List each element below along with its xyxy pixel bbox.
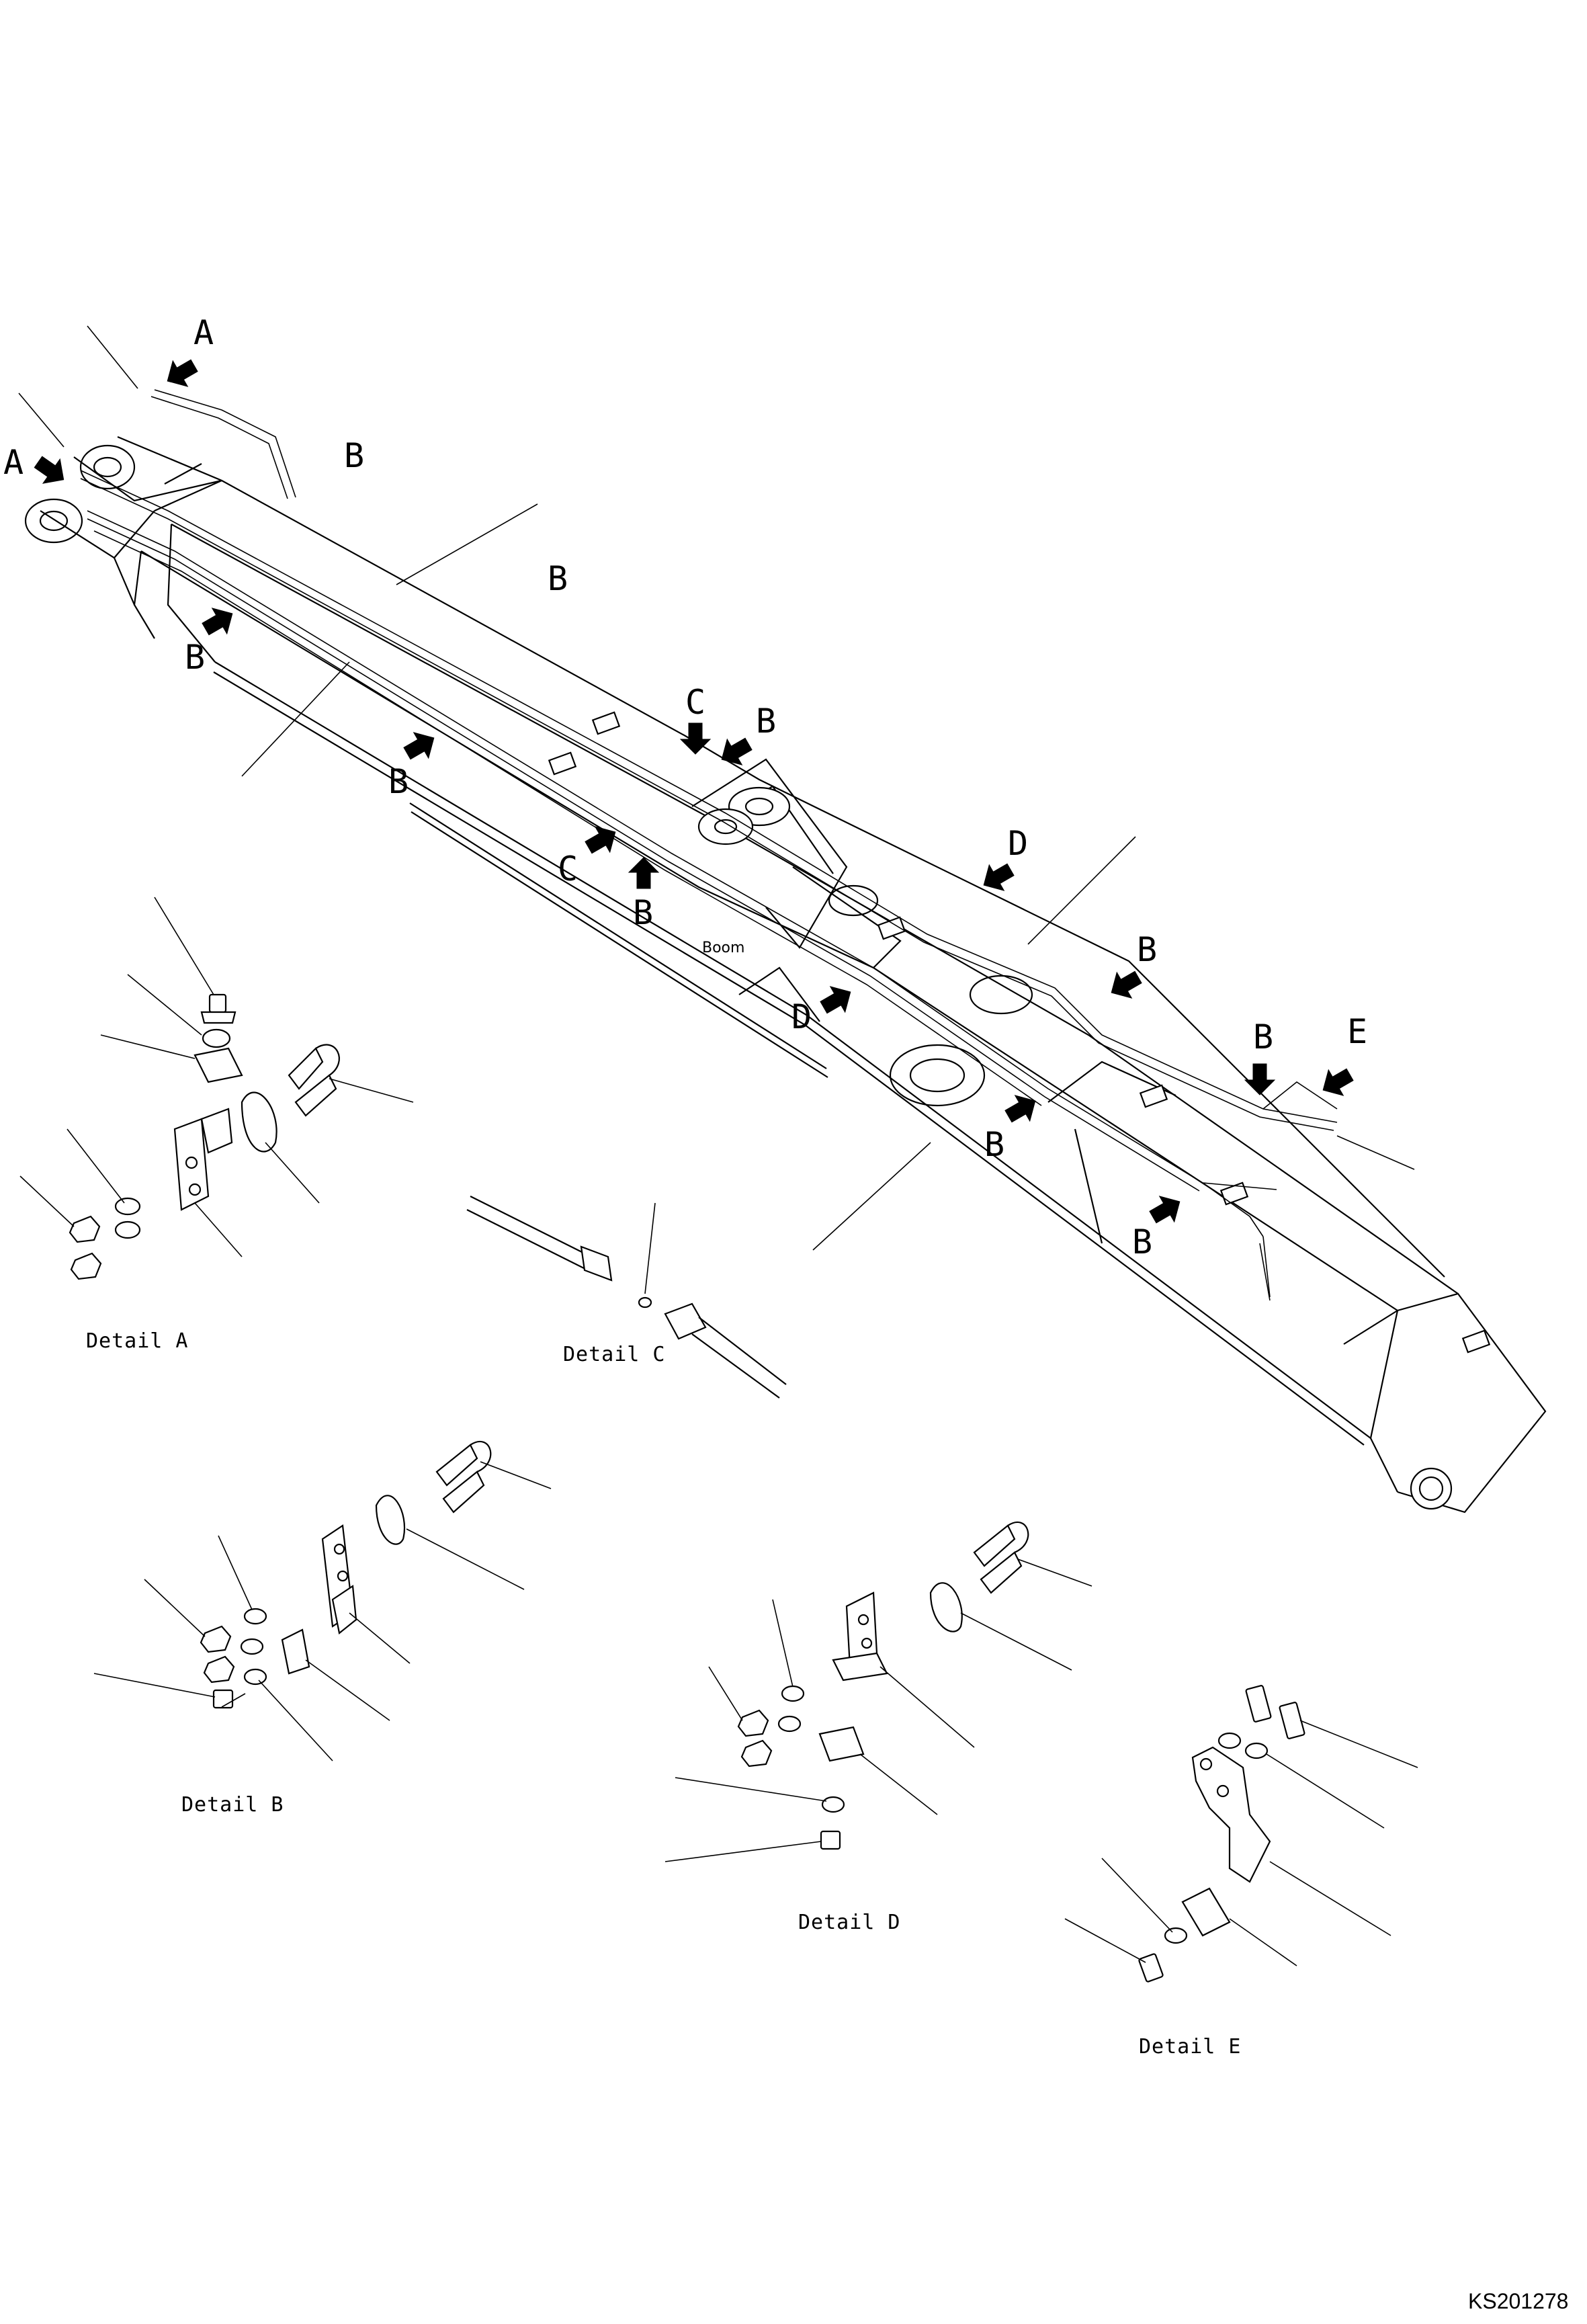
callout-b-10: B <box>1132 1222 1152 1261</box>
callout-d-2: D <box>791 997 812 1036</box>
callout-a-1: A <box>194 313 214 352</box>
callout-a-2: A <box>3 443 24 482</box>
detail-c: Detail C <box>466 1196 787 1399</box>
boom-foot-pin <box>1410 1467 1453 1510</box>
boom-nose <box>24 444 222 606</box>
callout-b-7: B <box>1137 930 1157 969</box>
callout-b-9: B <box>984 1125 1004 1164</box>
detail-a: Detail A <box>19 897 414 1353</box>
callout-labels: A A B B B B C B C B D D B B B E B Boom <box>3 313 1367 1261</box>
detail-d-caption: Detail D <box>798 1911 901 1934</box>
callout-b-4: B <box>388 762 409 801</box>
boom-body <box>117 435 1547 1513</box>
callout-b-5: B <box>756 702 776 741</box>
callout-b-6: B <box>633 893 653 932</box>
boom-label: Boom <box>702 940 744 956</box>
callout-b-1: B <box>344 436 364 475</box>
detail-e-caption: Detail E <box>1139 2035 1242 2059</box>
hydraulic-lines <box>80 389 1338 1237</box>
drawing-code: KS201278 <box>1468 2289 1568 2313</box>
detail-c-caption: Detail C <box>563 1343 666 1366</box>
callout-c-1: C <box>685 683 705 722</box>
callout-c-2: C <box>558 849 578 888</box>
leader-lines <box>18 325 1415 1301</box>
callout-b-2: B <box>548 559 568 598</box>
detail-a-caption: Detail A <box>86 1329 189 1353</box>
callout-b-3: B <box>185 638 205 677</box>
callout-b-8: B <box>1253 1018 1273 1056</box>
callout-e: E <box>1347 1012 1367 1051</box>
detail-e: Detail E <box>1064 1685 1418 2059</box>
detail-b-caption: Detail B <box>181 1793 284 1817</box>
detail-d: Detail D <box>664 1521 1092 1934</box>
detail-b: Detail B <box>93 1440 552 1817</box>
callout-d-1: D <box>1008 824 1028 863</box>
